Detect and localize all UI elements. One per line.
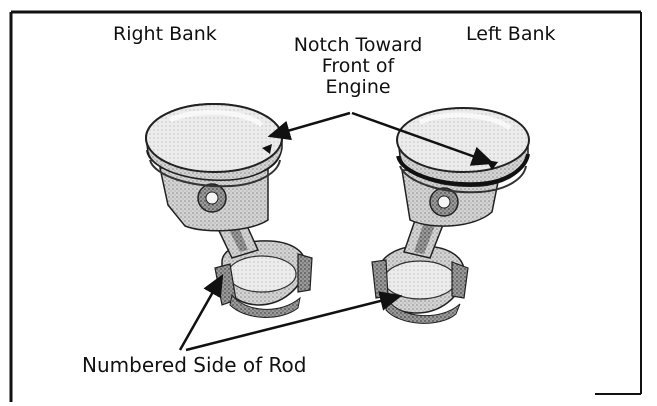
left-bank-label: Left Bank (466, 24, 556, 45)
notch-arrow-right (270, 113, 350, 136)
left-rod-big-end (372, 246, 468, 323)
notch-label-line3: Engine (268, 77, 448, 98)
left-bank-piston-assembly (372, 108, 529, 323)
numbered-arrow-right (180, 276, 222, 350)
notch-label-line2: Front of (268, 56, 448, 77)
notch-label-line1: Notch Toward (268, 35, 448, 56)
right-bank-piston-assembly (146, 104, 312, 317)
right-bank-label: Right Bank (113, 24, 217, 45)
notch-label: Notch Toward Front of Engine (268, 35, 448, 98)
numbered-side-label: Numbered Side of Rod (82, 355, 306, 376)
